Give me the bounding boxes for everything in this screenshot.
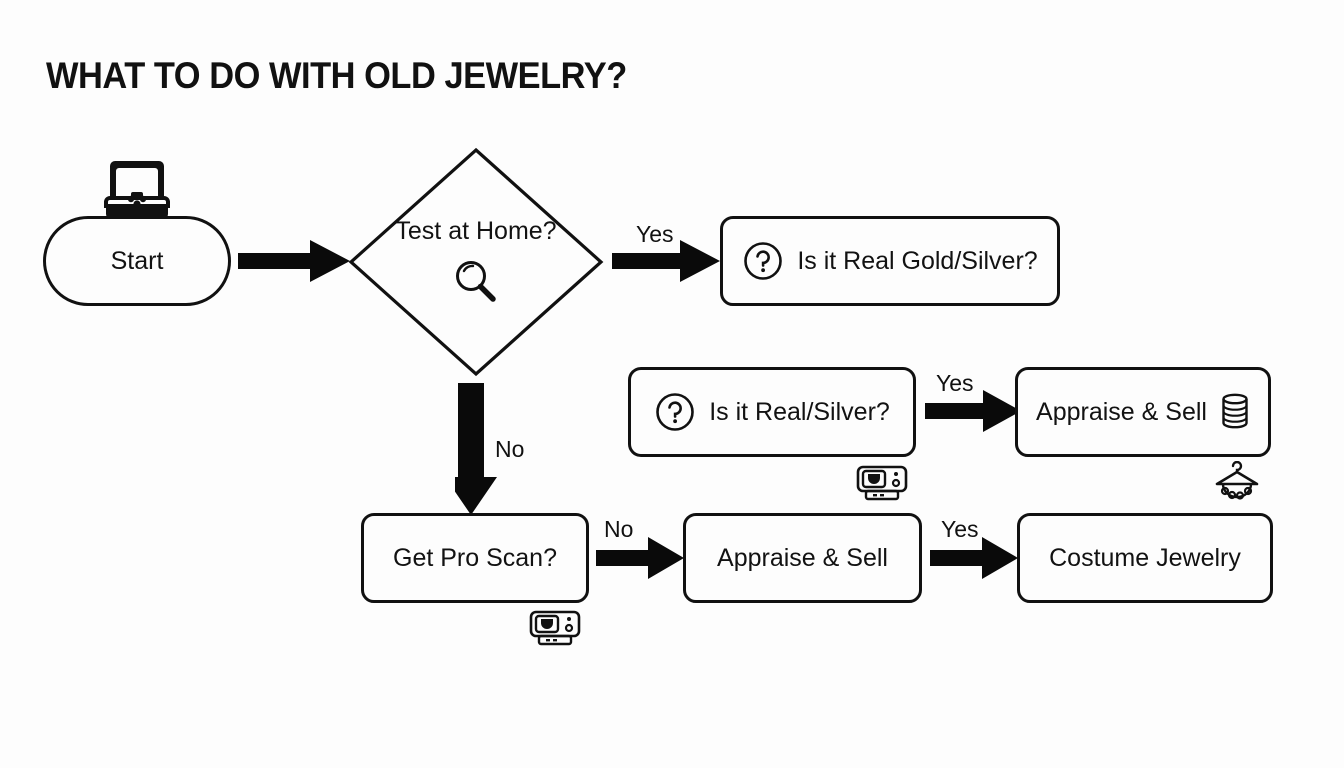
node-appraise-and-sell-top[interactable]: Appraise & Sell xyxy=(1015,367,1271,457)
node-costume-jewelry-label: Costume Jewelry xyxy=(1049,543,1241,572)
node-is-it-real-silver-label: Is it Real/Silver? xyxy=(709,397,890,426)
node-test-at-home-label: Test at Home? xyxy=(395,216,557,245)
edge-label-pro-scan-no: No xyxy=(604,516,634,542)
jewelry-box-icon xyxy=(98,152,176,224)
question-circle-icon xyxy=(654,391,696,433)
edge-label-appraise-yes: Yes xyxy=(941,516,979,542)
edge-label-test-no: No xyxy=(495,436,525,462)
edge-test-yes xyxy=(612,240,720,282)
edge-appraise-yes xyxy=(930,537,1018,579)
edge-pro-scan-no xyxy=(596,537,684,579)
coin-stack-icon xyxy=(1220,393,1250,431)
node-start[interactable]: Start xyxy=(43,216,231,306)
question-circle-icon xyxy=(742,240,784,282)
node-start-label: Start xyxy=(110,246,164,275)
node-appraise-and-sell-top-label: Appraise & Sell xyxy=(1036,397,1207,426)
magnifier-icon xyxy=(450,256,502,308)
edge-real-silver-yes xyxy=(925,390,1021,432)
page-title: WHAT TO DO WITH OLD JEWELRY? xyxy=(46,55,627,96)
scanner-icon xyxy=(528,608,582,648)
edge-test-no xyxy=(445,383,497,515)
node-is-it-real-gold-silver-label: Is it Real Gold/Silver? xyxy=(797,246,1038,275)
node-get-pro-scan[interactable]: Get Pro Scan? xyxy=(361,513,589,603)
node-is-it-real-silver[interactable]: Is it Real/Silver? xyxy=(628,367,916,457)
node-test-at-home[interactable]: Test at Home? xyxy=(348,147,604,377)
edge-start-to-test xyxy=(238,240,350,282)
node-get-pro-scan-label: Get Pro Scan? xyxy=(393,543,557,572)
node-costume-jewelry[interactable]: Costume Jewelry xyxy=(1017,513,1273,603)
edge-label-real-silver-yes: Yes xyxy=(936,370,974,396)
edge-label-test-yes: Yes xyxy=(636,221,674,247)
node-appraise-and-sell-bottom-label: Appraise & Sell xyxy=(717,543,888,572)
node-is-it-real-gold-silver[interactable]: Is it Real Gold/Silver? xyxy=(720,216,1060,306)
scanner-icon xyxy=(855,463,909,503)
necklace-hanger-icon xyxy=(1208,460,1266,503)
node-appraise-and-sell-bottom[interactable]: Appraise & Sell xyxy=(683,513,922,603)
